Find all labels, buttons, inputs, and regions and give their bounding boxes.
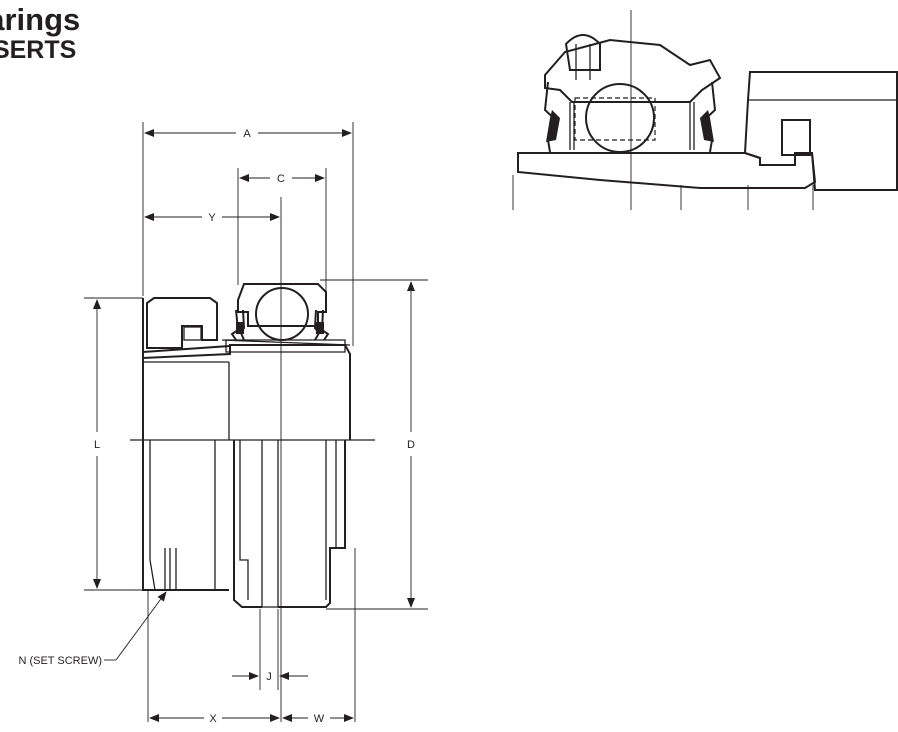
title-line-2: ISERTS [0, 36, 77, 64]
dim-label-l: L [94, 439, 100, 451]
collar-outline [142, 298, 229, 591]
dim-label-x: X [209, 713, 217, 725]
dim-label-d: D [407, 439, 415, 451]
dim-label-y: Y [208, 212, 216, 224]
dimension-lines [84, 122, 428, 722]
ball [255, 287, 309, 341]
title-line-1: earings [0, 2, 81, 37]
dim-label-a: A [243, 128, 251, 140]
side-view [130, 197, 375, 722]
detail-inner-ring [517, 152, 817, 189]
detail-collar [743, 71, 898, 191]
outer-ring [237, 283, 327, 327]
dim-label-c: C [277, 173, 285, 185]
page-title: earings ISERTS [0, 4, 80, 63]
dim-label-w: W [314, 713, 325, 725]
inner-ring [229, 344, 351, 440]
collar-section [146, 297, 218, 349]
detail-section-view [512, 10, 898, 210]
set-screw-label: N (SET SCREW) [18, 655, 102, 667]
dim-label-j: J [266, 671, 272, 683]
detail-outer-ring [544, 38, 722, 103]
dimension-labels: A C Y L D J X W N (SET SCREW) [18, 128, 415, 725]
detail-ball [585, 83, 655, 153]
